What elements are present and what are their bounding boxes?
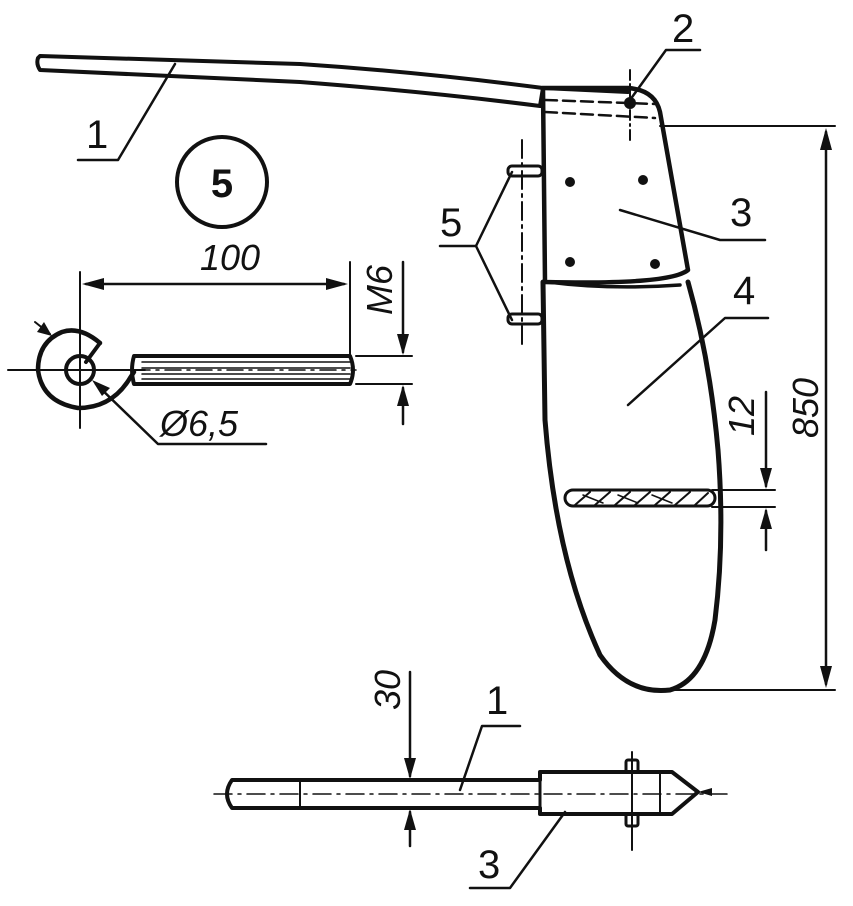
callout-label-plan-cheek: 3	[478, 843, 500, 887]
callout-label-pivot: 2	[672, 7, 694, 51]
callout-label-tiller: 1	[86, 113, 108, 157]
pin-upper	[506, 164, 544, 178]
tiller-side-view	[35, 54, 630, 108]
rudder-side-view	[506, 69, 724, 694]
callout-pins: 5	[438, 170, 514, 322]
dimension-label-eye-diameter: Ø6,5	[159, 403, 239, 444]
dimension-thread: M6	[355, 260, 413, 426]
plate-bolt	[650, 259, 660, 269]
dimension-label-thickness: 12	[721, 396, 762, 436]
blade-slot	[563, 488, 717, 508]
callout-tiller: 1	[76, 62, 177, 162]
callout-blade: 4	[626, 269, 770, 407]
dimension-rudder-height: 850	[659, 125, 836, 691]
callout-label-plan-tiller: 1	[486, 679, 508, 723]
detail-marker-label: 5	[211, 162, 233, 206]
callout-label-pins: 5	[440, 201, 462, 245]
plate-bolt	[638, 175, 648, 185]
dimension-label-pin-length: 100	[200, 237, 260, 278]
dimension-label-plan-width: 30	[367, 670, 408, 710]
callout-label-cheek: 3	[730, 191, 752, 235]
pin-detail	[7, 289, 357, 429]
dimension-blade-thickness: 12	[711, 390, 776, 552]
dimension-label-height: 850	[785, 378, 826, 438]
dimension-pin-length: 100	[79, 237, 351, 357]
plate-bolt	[565, 257, 575, 267]
callout-plan-tiller: 1	[458, 679, 522, 792]
pin-lower	[506, 312, 544, 326]
callout-cheek: 3	[618, 191, 767, 242]
plate-bolt	[565, 177, 575, 187]
callout-pivot: 2	[628, 7, 702, 102]
plan-view	[213, 751, 729, 851]
dimension-plan-width: 30	[367, 670, 416, 848]
callout-plan-cheek: 3	[468, 810, 567, 890]
dimension-label-thread: M6	[359, 264, 400, 315]
detail-marker: 5	[175, 135, 269, 229]
dimension-eye-diameter: Ø6,5	[92, 380, 268, 446]
callout-label-blade: 4	[733, 269, 755, 313]
